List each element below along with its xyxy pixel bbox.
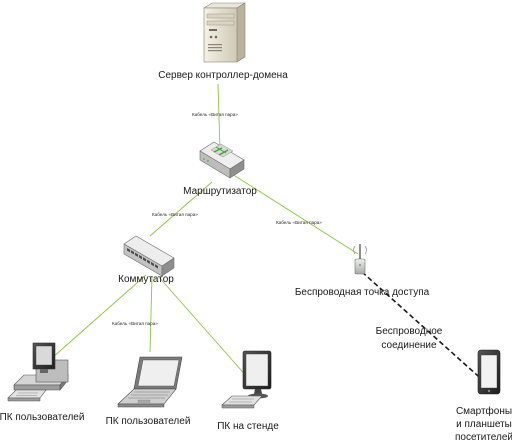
cable-labels: Кабель «Витая пара» Кабель «Витая пара» … xyxy=(112,112,322,326)
switch-label: Коммутатор xyxy=(118,274,174,285)
tablet-icon xyxy=(477,349,501,395)
network-switch-icon xyxy=(123,235,175,277)
phones-label-line-3: посетителей xyxy=(455,432,512,443)
cable-server-router xyxy=(217,83,221,151)
wireless-connection-label: Беспроводное соединение xyxy=(376,326,443,351)
cable-label-server-router: Кабель «Витая пара» xyxy=(192,112,238,117)
cable-label-switch-pc: Кабель «Витая пара» xyxy=(112,321,158,326)
cable-switch-pc-users-2 xyxy=(149,275,153,353)
wireless-access-point-icon xyxy=(353,244,367,275)
wireless-label-line-1: Беспроводное xyxy=(376,326,443,337)
router-label: Маршрутизатор xyxy=(183,186,257,197)
phones-label-line-1: Смартфоны xyxy=(456,405,512,417)
cable-label-router-switch: Кабель «Витая пара» xyxy=(152,212,198,217)
router-icon xyxy=(199,141,245,179)
cable-switch-pc-stand xyxy=(157,275,249,379)
server-tower-icon xyxy=(202,2,247,63)
pc-users-1-label: ПК пользователей xyxy=(0,412,84,423)
server-label: Сервер контроллер-домена xyxy=(158,70,288,81)
access-point-label: Беспроводная точка доступа xyxy=(295,287,430,298)
monitor-keyboard-icon xyxy=(221,350,272,409)
cable-router-access-point xyxy=(231,173,359,255)
connection-lines xyxy=(51,83,488,385)
cable-switch-pc-users-1 xyxy=(51,274,147,359)
laptop-icon xyxy=(117,356,183,408)
desktop-pc-icon xyxy=(7,342,69,402)
cable-label-router-ap: Кабель «Витая пара» xyxy=(276,220,322,225)
phones-label-line-2: и планшеты xyxy=(456,419,512,430)
pc-stand-label: ПК на стенде xyxy=(217,421,279,432)
pc-users-2-label: ПК пользователей xyxy=(106,416,191,427)
cable-router-switch xyxy=(149,181,213,237)
phones-label: Смартфоны и планшеты посетителей xyxy=(455,405,512,443)
wireless-link xyxy=(361,271,488,385)
wireless-label-line-2: соединение xyxy=(381,340,437,351)
